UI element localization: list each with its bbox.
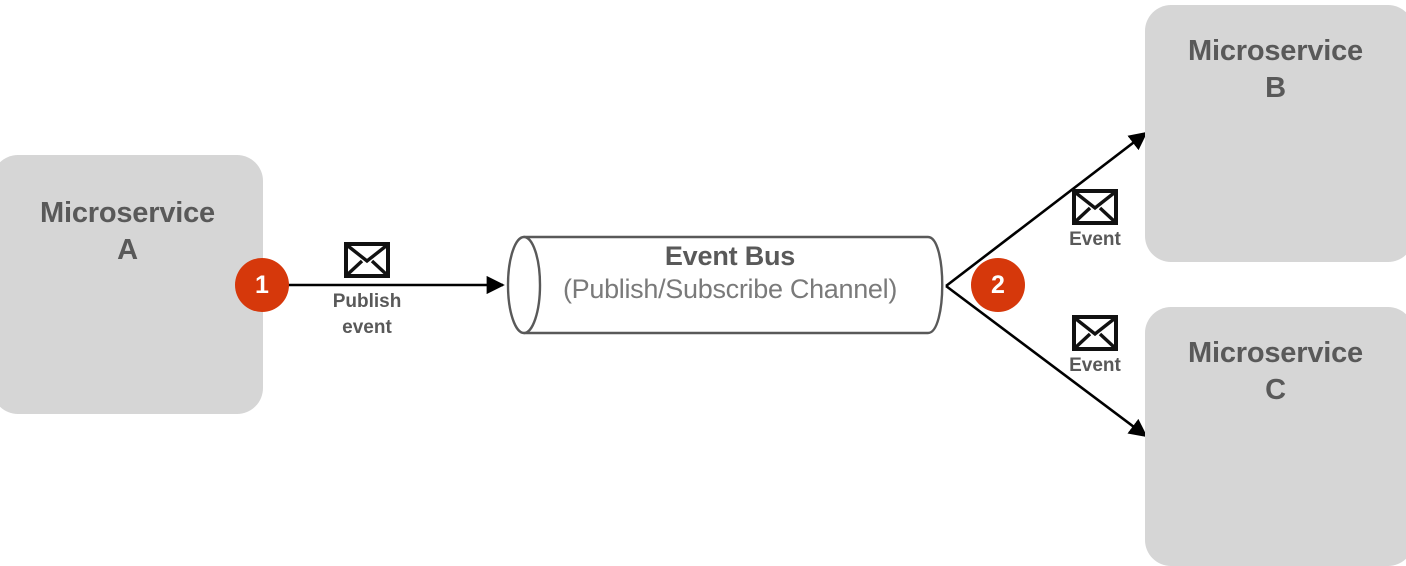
node-microservice-c-line1: Microservice — [1188, 337, 1363, 369]
envelope-icon — [1072, 189, 1118, 225]
node-microservice-c[interactable]: Microservice C — [1145, 307, 1406, 566]
node-microservice-c-line2: C — [1265, 374, 1286, 407]
node-microservice-b-line1: Microservice — [1188, 35, 1363, 67]
event-label-c: Event — [1069, 355, 1121, 376]
subscribe-arrow-c — [945, 284, 1148, 438]
node-microservice-a-line2: A — [117, 234, 138, 267]
node-microservice-b-line2: B — [1265, 72, 1286, 105]
event-label-b: Event — [1069, 229, 1121, 250]
node-microservice-a-line1: Microservice — [40, 197, 215, 229]
node-microservice-a[interactable]: Microservice A — [0, 155, 263, 414]
node-microservice-a-label: Microservice A — [0, 195, 263, 269]
event-bus-cylinder[interactable] — [506, 235, 944, 335]
subscribe-arrow-b — [945, 131, 1148, 288]
step-badge-2-label: 2 — [991, 270, 1005, 299]
step-badge-1[interactable]: 1 — [235, 258, 289, 312]
step-badge-1-label: 1 — [255, 270, 269, 299]
step-badge-2[interactable]: 2 — [971, 258, 1025, 312]
envelope-icon — [344, 242, 390, 278]
envelope-icon — [1072, 315, 1118, 351]
node-microservice-b-label: Microservice B — [1145, 33, 1406, 107]
node-microservice-c-label: Microservice C — [1145, 335, 1406, 409]
node-microservice-b[interactable]: Microservice B — [1145, 5, 1406, 262]
publish-event-label: Publish event — [332, 291, 402, 338]
